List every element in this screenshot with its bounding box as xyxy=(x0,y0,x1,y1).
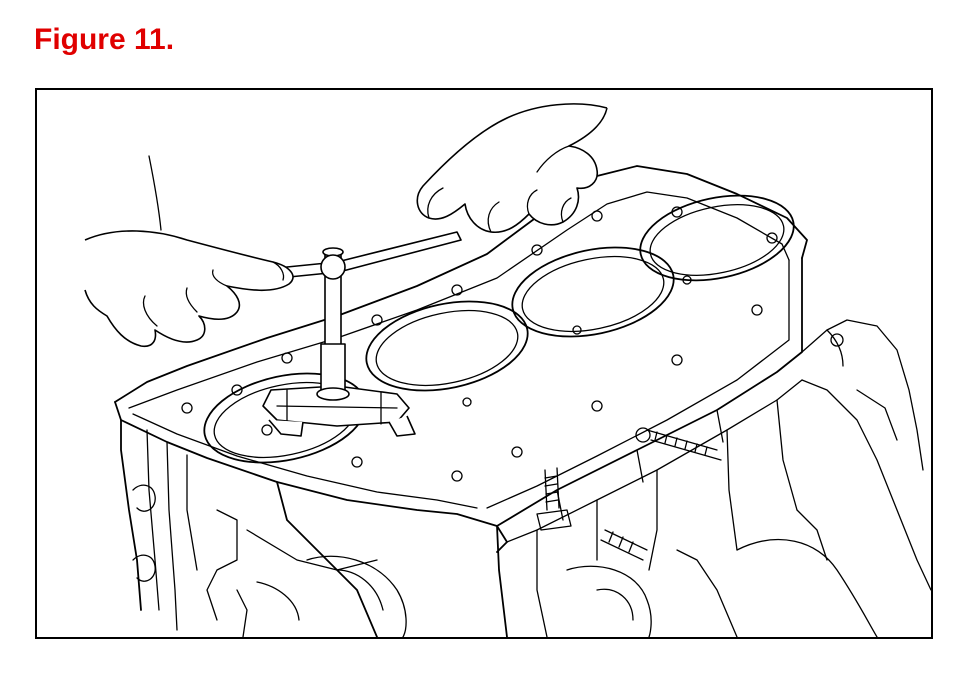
cylinder-bore-3 xyxy=(511,246,675,338)
threaded-stud-lower xyxy=(600,529,648,561)
threaded-stud-upper xyxy=(635,427,722,461)
threaded-stud-middle xyxy=(536,467,572,531)
right-hand xyxy=(416,103,608,234)
engine-block-body xyxy=(120,319,931,637)
figure-title: Figure 11. xyxy=(34,23,175,56)
ridge-reamer-tool xyxy=(262,231,462,437)
left-hand xyxy=(84,155,294,348)
illustration-frame xyxy=(35,88,933,639)
cylinder-bore-2 xyxy=(365,300,529,392)
engine-block-illustration xyxy=(84,103,931,637)
engine-block-deck xyxy=(114,165,808,553)
cylinder-bore-4 xyxy=(639,194,795,282)
